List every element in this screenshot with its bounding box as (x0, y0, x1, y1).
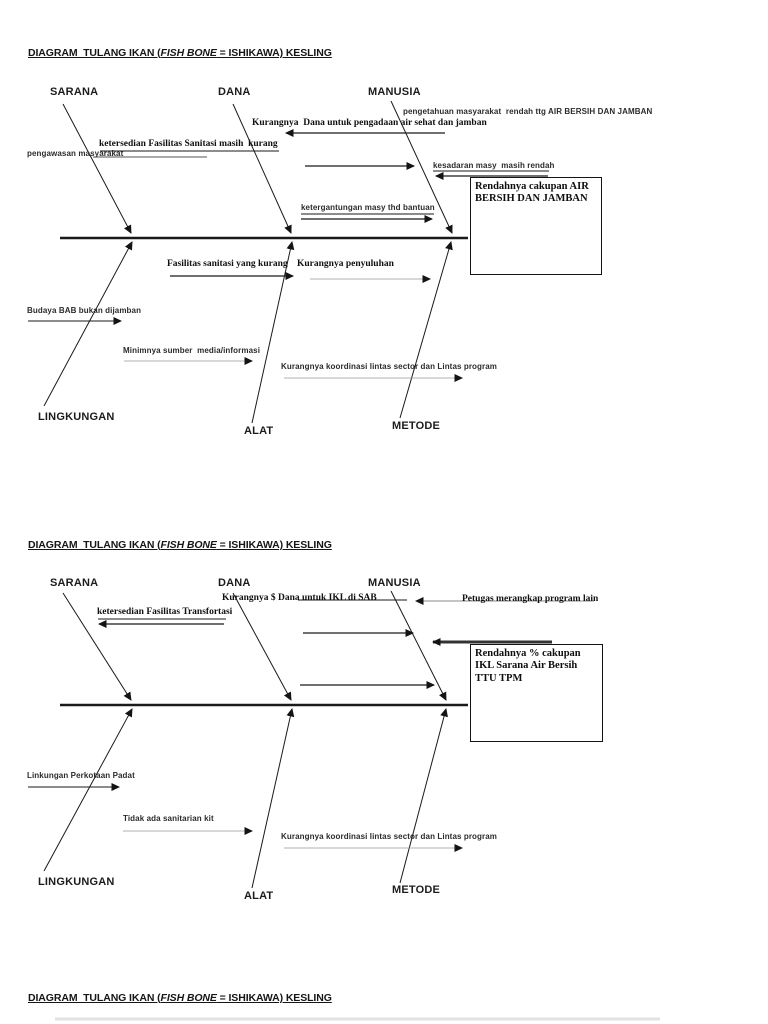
cause-pengawasan-1: pengawasan masyarakat (27, 149, 124, 158)
title-text: DIAGRAM TULANG IKAN ( (28, 47, 161, 59)
title-italic-text: FISH BONE (160, 992, 217, 1004)
title-text: DIAGRAM TULANG IKAN ( (28, 539, 161, 551)
cause-ketersedian-sanitasi-1: ketersedian Fasilitas Sanitasi masih kur… (99, 139, 278, 149)
title-italic-text: FISH BONE (160, 539, 217, 551)
bone-manusia-2 (390, 590, 447, 701)
cause-minimnya-media-1: Minimnya sumber media/informasi (123, 346, 261, 355)
cause-sanitarian-kit-2: Tidak ada sanitarian kit (123, 814, 214, 823)
bone-sarana-1 (62, 103, 132, 234)
bone-dana-2 (232, 592, 292, 701)
bone-alat-2 (251, 708, 295, 889)
title-text: = ISHIKAWA) KESLING (216, 992, 332, 1004)
category-alat-1: ALAT (244, 425, 274, 437)
category-manusia-2: MANUSIA (368, 577, 421, 589)
cause-perkotaan-2: Linkungan Perkotaan Padat (27, 771, 135, 780)
category-manusia-1: MANUSIA (368, 86, 421, 98)
cause-kurangnya-dana-1: Kurangnya Dana untuk pengadaan air sehat… (252, 118, 487, 128)
cause-koordinasi-2: Kurangnya koordinasi lintas sector dan L… (281, 832, 498, 841)
bone-lingkungan-1 (43, 241, 133, 407)
page-title-3: DIAGRAM TULANG IKAN (FISH BONE = ISHIKAW… (28, 992, 332, 1005)
category-sarana-2: SARANA (50, 577, 99, 589)
title-text: = ISHIKAWA) KESLING (216, 47, 332, 59)
cause-petugas-2: Petugas merangkap program lain (462, 594, 599, 604)
cause-transfortasi-2: ketersedian Fasilitas Transfortasi (97, 607, 233, 617)
category-alat-2: ALAT (244, 890, 274, 902)
category-dana-1: DANA (218, 86, 251, 98)
title-text: DIAGRAM TULANG IKAN ( (28, 992, 161, 1004)
cause-koordinasi-1: Kurangnya koordinasi lintas sector dan L… (281, 362, 498, 371)
bone-metode-1 (399, 241, 453, 419)
cause-ketergantungan-1: ketergantungan masy thd bantuan (301, 203, 435, 212)
cause-kesadaran-1: kesadaran masy masih rendah (433, 161, 555, 170)
problem-box-1: Rendahnya cakupan AIR BERSIH DAN JAMBAN (470, 177, 602, 275)
title-italic-text: FISH BONE (160, 47, 217, 59)
bone-lingkungan-2 (43, 708, 133, 872)
cause-dana-ikl-2: Kurangnya $ Dana untuk IKL di SAB (222, 593, 377, 603)
cause-budaya-bab-1: Budaya BAB bukan dijamban (27, 306, 142, 315)
bone-metode-2 (399, 708, 448, 884)
page-title: DIAGRAM TULANG IKAN (FISH BONE = ISHIKAW… (28, 47, 332, 60)
category-metode-2: METODE (392, 884, 441, 896)
problem-box-text-2: Rendahnya % cakupan IKL Sarana Air Bersi… (475, 648, 581, 684)
cause-penyuluhan-1: Kurangnya penyuluhan (297, 259, 394, 269)
category-lingkungan-1: LINGKUNGAN (38, 411, 115, 423)
title-text: = ISHIKAWA) KESLING (216, 539, 332, 551)
cause-fasilitas-kurang-1: Fasilitas sanitasi yang kurang (167, 259, 288, 269)
category-lingkungan-2: LINGKUNGAN (38, 876, 115, 888)
category-metode-1: METODE (392, 420, 441, 432)
cause-pengetahuan-1: pengetahuan masyarakat rendah ttg AIR BE… (403, 107, 653, 116)
category-sarana-1: SARANA (50, 86, 99, 98)
page-title-2: DIAGRAM TULANG IKAN (FISH BONE = ISHIKAW… (28, 539, 332, 552)
problem-box-2: Rendahnya % cakupan IKL Sarana Air Bersi… (470, 644, 603, 742)
category-dana-2: DANA (218, 577, 251, 589)
problem-box-text-1: Rendahnya cakupan AIR BERSIH DAN JAMBAN (475, 181, 589, 205)
